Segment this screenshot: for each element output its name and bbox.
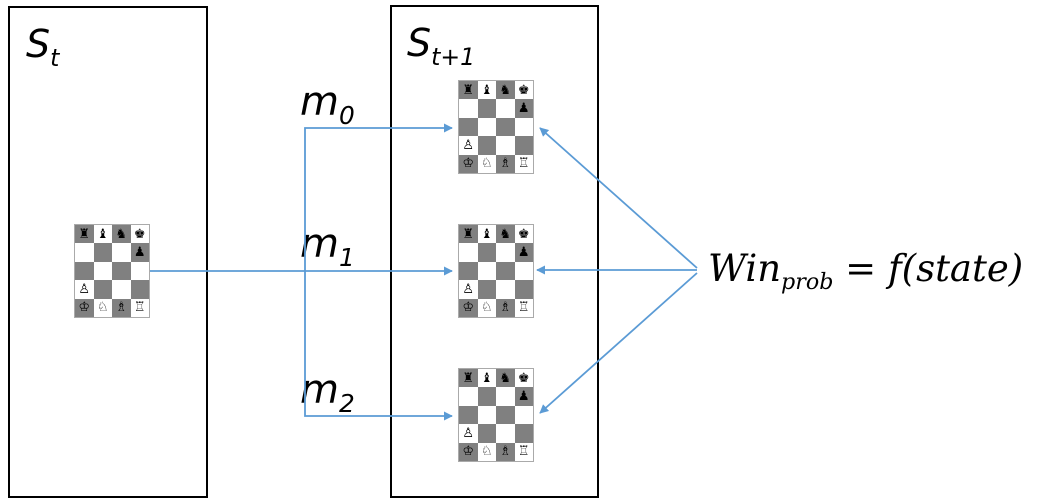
board-square: ♚ — [514, 225, 533, 244]
board-square — [514, 136, 533, 155]
board-square — [514, 424, 533, 443]
board-square — [496, 405, 515, 425]
board-square — [93, 243, 112, 262]
board-square: ♘ — [477, 442, 496, 461]
board-square: ♙ — [459, 424, 478, 443]
board-square: ♝ — [93, 225, 112, 244]
board-square — [477, 405, 496, 425]
board-square — [93, 280, 112, 299]
board-square — [477, 243, 496, 262]
board-square — [496, 243, 515, 262]
win-probability-formula: Winprob = f(state) — [708, 247, 1024, 296]
board-square: ♞ — [496, 225, 515, 244]
board-square — [496, 136, 515, 155]
board-square: ♖ — [514, 442, 533, 461]
board-square — [112, 261, 131, 281]
board-square: ♝ — [477, 225, 496, 244]
board-square — [496, 280, 515, 299]
board-square: ♖ — [514, 298, 533, 317]
board-square: ♟ — [514, 243, 533, 262]
board-square — [477, 136, 496, 155]
board-square: ♟ — [514, 387, 533, 406]
board-square: ♜ — [459, 369, 478, 388]
eval-arrow-0 — [539, 127, 698, 269]
board-square — [459, 387, 478, 406]
chess-board-current: ♜♝♞♚♟ ♙♔♘♗♖ — [74, 224, 150, 318]
board-square: ♘ — [477, 154, 496, 173]
board-square — [514, 280, 533, 299]
board-square: ♔ — [459, 154, 478, 173]
board-square: ♞ — [496, 369, 515, 388]
board-square: ♟ — [514, 99, 533, 118]
board-square — [459, 99, 478, 118]
board-square — [477, 387, 496, 406]
board-square — [514, 261, 533, 281]
board-square: ♞ — [112, 225, 131, 244]
board-square — [514, 405, 533, 425]
board-square: ♗ — [496, 442, 515, 461]
board-square: ♔ — [459, 298, 478, 317]
board-square — [75, 261, 94, 281]
move-1-label: m1 — [300, 221, 355, 273]
board-square: ♝ — [477, 369, 496, 388]
board-square: ♔ — [459, 442, 478, 461]
board-square: ♚ — [514, 81, 533, 100]
board-square — [75, 243, 94, 262]
chess-board-next-2: ♜♝♞♚♟ ♙♔♘♗♖ — [458, 368, 534, 462]
board-square — [477, 261, 496, 281]
board-square — [112, 280, 131, 299]
board-square: ♜ — [459, 225, 478, 244]
board-square — [459, 405, 478, 425]
board-square: ♞ — [496, 81, 515, 100]
board-square — [496, 387, 515, 406]
move-2-label: m2 — [300, 367, 355, 419]
chess-board-next-1: ♜♝♞♚♟ ♙♔♘♗♖ — [458, 224, 534, 318]
move-0-label: m0 — [300, 79, 355, 131]
eval-arrow-2 — [539, 272, 698, 414]
board-square: ♗ — [112, 298, 131, 317]
board-square: ♔ — [75, 298, 94, 317]
board-square: ♝ — [477, 81, 496, 100]
board-square — [496, 117, 515, 137]
board-square — [130, 280, 149, 299]
move-2-arrow — [304, 271, 453, 421]
board-square — [496, 99, 515, 118]
board-square: ♟ — [130, 243, 149, 262]
board-square — [514, 117, 533, 137]
board-square — [496, 261, 515, 281]
board-square — [93, 261, 112, 281]
next-state-label: St+1 — [407, 21, 476, 71]
move-0-arrow — [304, 123, 453, 271]
board-square: ♙ — [75, 280, 94, 299]
board-square: ♖ — [130, 298, 149, 317]
board-square — [496, 424, 515, 443]
board-square: ♙ — [459, 136, 478, 155]
board-square: ♚ — [130, 225, 149, 244]
board-square — [459, 261, 478, 281]
board-square: ♜ — [75, 225, 94, 244]
board-square — [130, 261, 149, 281]
board-square: ♖ — [514, 154, 533, 173]
board-square: ♚ — [514, 369, 533, 388]
board-square — [477, 280, 496, 299]
board-square — [459, 243, 478, 262]
chess-board-next-0: ♜♝♞♚♟ ♙♔♘♗♖ — [458, 80, 534, 174]
board-square: ♗ — [496, 154, 515, 173]
board-square: ♘ — [477, 298, 496, 317]
board-square — [477, 424, 496, 443]
board-square — [477, 117, 496, 137]
board-square: ♘ — [93, 298, 112, 317]
current-state-label: St — [26, 22, 60, 72]
board-square — [477, 99, 496, 118]
board-square: ♜ — [459, 81, 478, 100]
board-square — [112, 243, 131, 262]
board-square — [459, 117, 478, 137]
board-square: ♗ — [496, 298, 515, 317]
board-square: ♙ — [459, 280, 478, 299]
